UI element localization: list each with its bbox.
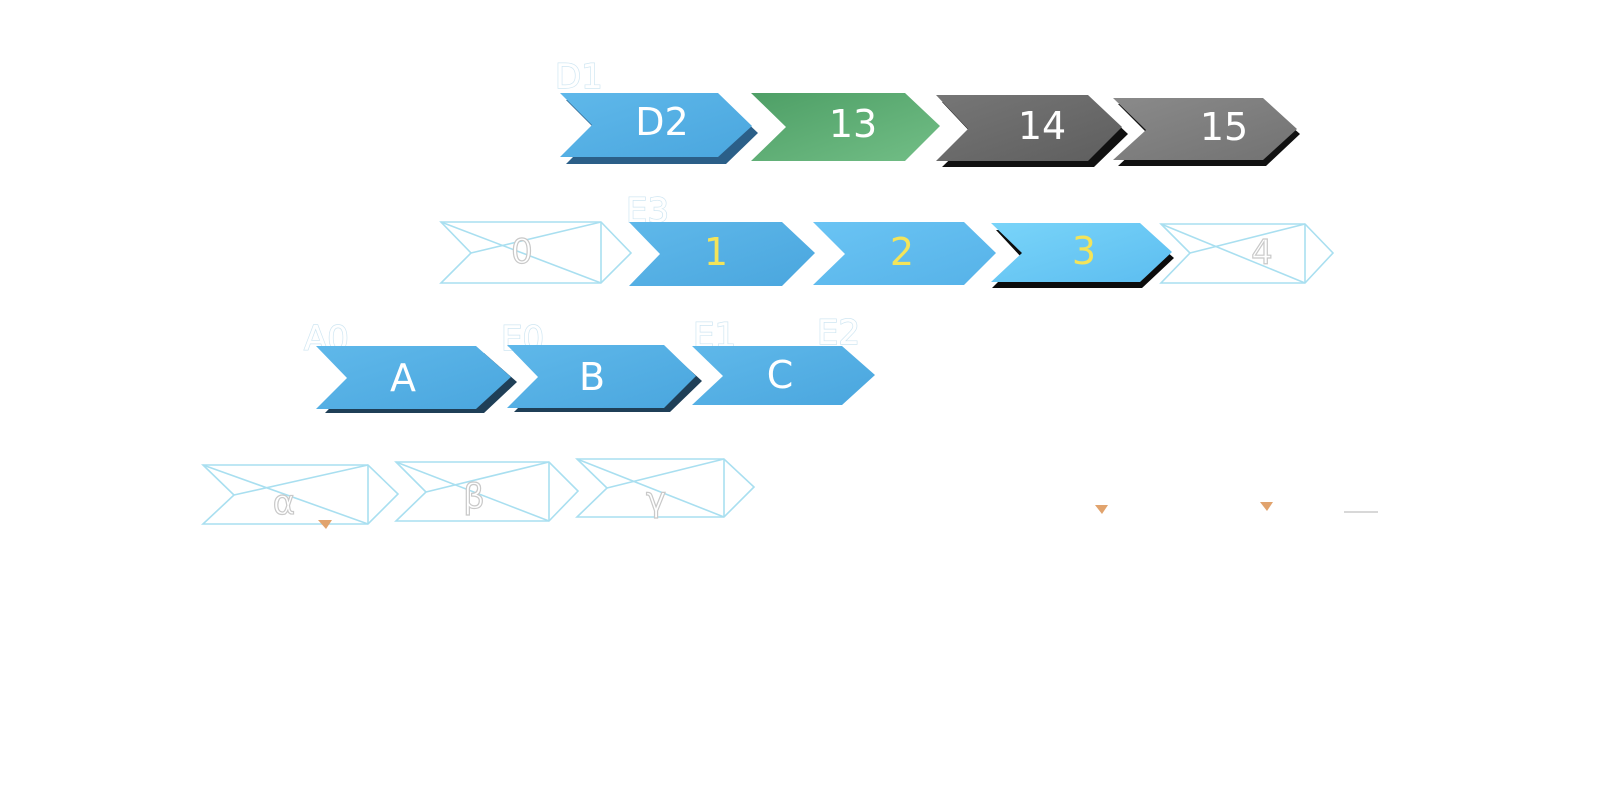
row-1-tag: D1 — [555, 57, 603, 97]
chevron-4-label: 4 — [1251, 233, 1273, 273]
chevron-beta-outline: β — [394, 461, 580, 522]
chevron-1-label: 1 — [704, 230, 728, 274]
row-3: A0 E0 E1 E2 A B C — [303, 312, 875, 413]
chevron-14: 14 — [936, 95, 1128, 167]
row-4: α β γ — [200, 458, 1378, 529]
chevron-c-label: C — [767, 353, 794, 397]
chevron-2: 2 — [813, 222, 996, 285]
chevron-2-label: 2 — [890, 230, 914, 274]
chevron-13-label: 13 — [829, 102, 877, 146]
chevron-0-outline: 0 — [439, 221, 633, 284]
marker-1 — [318, 520, 332, 529]
chevron-d2-label: D2 — [635, 100, 688, 144]
chevron-c: C — [692, 346, 875, 405]
chevron-alpha-label: α — [273, 483, 295, 523]
row-1: D1 D2 13 14 15 — [554, 56, 1300, 167]
chevron-d2: D2 — [560, 93, 758, 164]
chevron-3-label: 3 — [1072, 229, 1096, 273]
chevron-15-label: 15 — [1200, 105, 1248, 149]
chevron-4-outline: 4 — [1159, 223, 1335, 284]
chevron-14-label: 14 — [1018, 104, 1066, 148]
row-2: E3 0 1 2 3 — [439, 190, 1335, 288]
chevron-15: 15 — [1113, 98, 1300, 166]
chevron-a: A — [316, 346, 517, 413]
chevron-3: 3 — [991, 223, 1174, 288]
chevron-a-label: A — [390, 356, 416, 400]
chevron-1: 1 — [629, 222, 815, 286]
chevron-b: B — [507, 345, 702, 412]
chevron-gamma-outline: γ — [575, 458, 756, 521]
chevron-alpha-outline: α — [200, 464, 400, 525]
chevron-b-label: B — [579, 355, 605, 399]
chevron-beta-label: β — [463, 477, 485, 517]
marker-2 — [1095, 505, 1108, 514]
chevron-13: 13 — [751, 93, 940, 161]
chevron-0-label: 0 — [511, 232, 533, 272]
marker-3 — [1260, 502, 1273, 511]
chevron-gamma-label: γ — [646, 480, 666, 520]
